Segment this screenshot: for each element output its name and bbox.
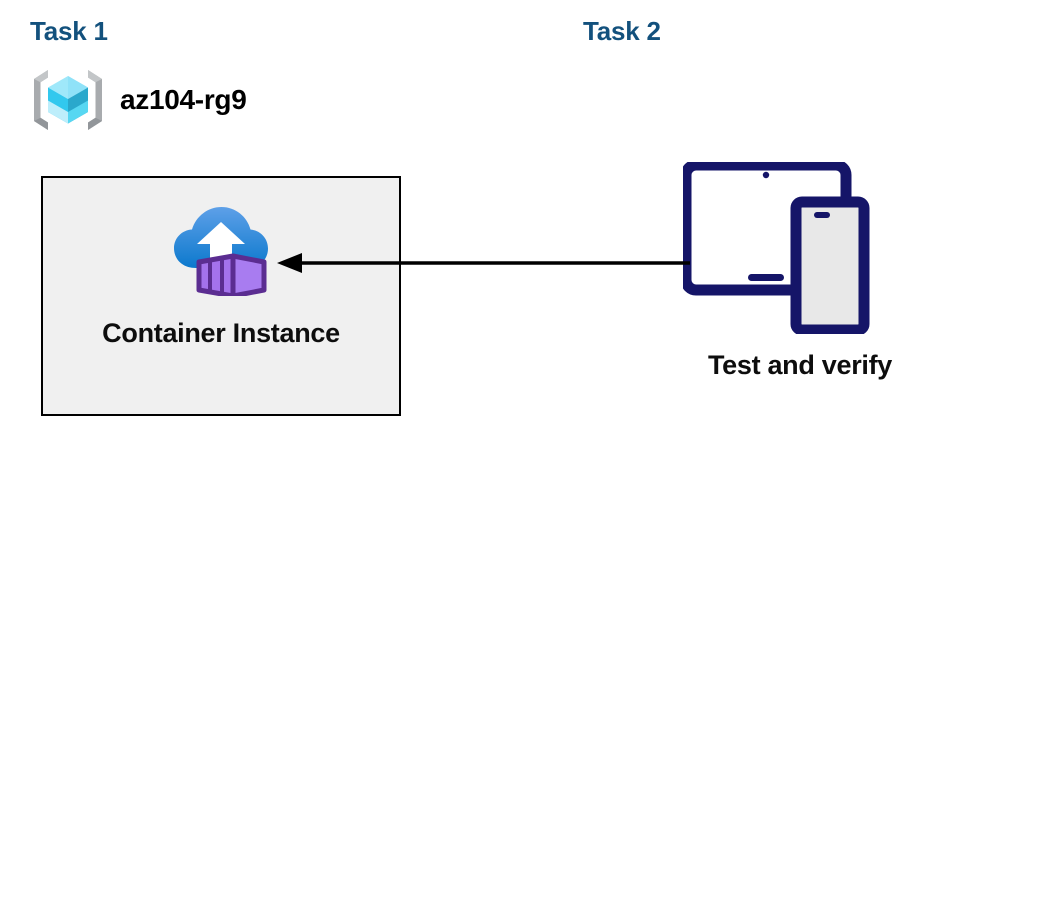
azure-resource-group-icon [34,70,102,130]
azure-container-instance-icon [174,207,268,296]
test-and-verify-label: Test and verify [707,350,893,380]
resource-group-name: az104-rg9 [120,84,247,115]
diagram-canvas: Task 1 az104-rg9 [30,16,893,416]
task-2-label: Task 2 [583,16,661,46]
container-instance-label: Container Instance [102,318,340,348]
resource-group-row: az104-rg9 [30,62,247,138]
task-2-panel [0,458,483,916]
arrow-task2-to-task1 [277,253,690,273]
tablet-and-phone-icon [683,162,870,334]
task-1-label: Task 1 [30,16,108,46]
container-instance-card: Container Instance [41,176,401,416]
